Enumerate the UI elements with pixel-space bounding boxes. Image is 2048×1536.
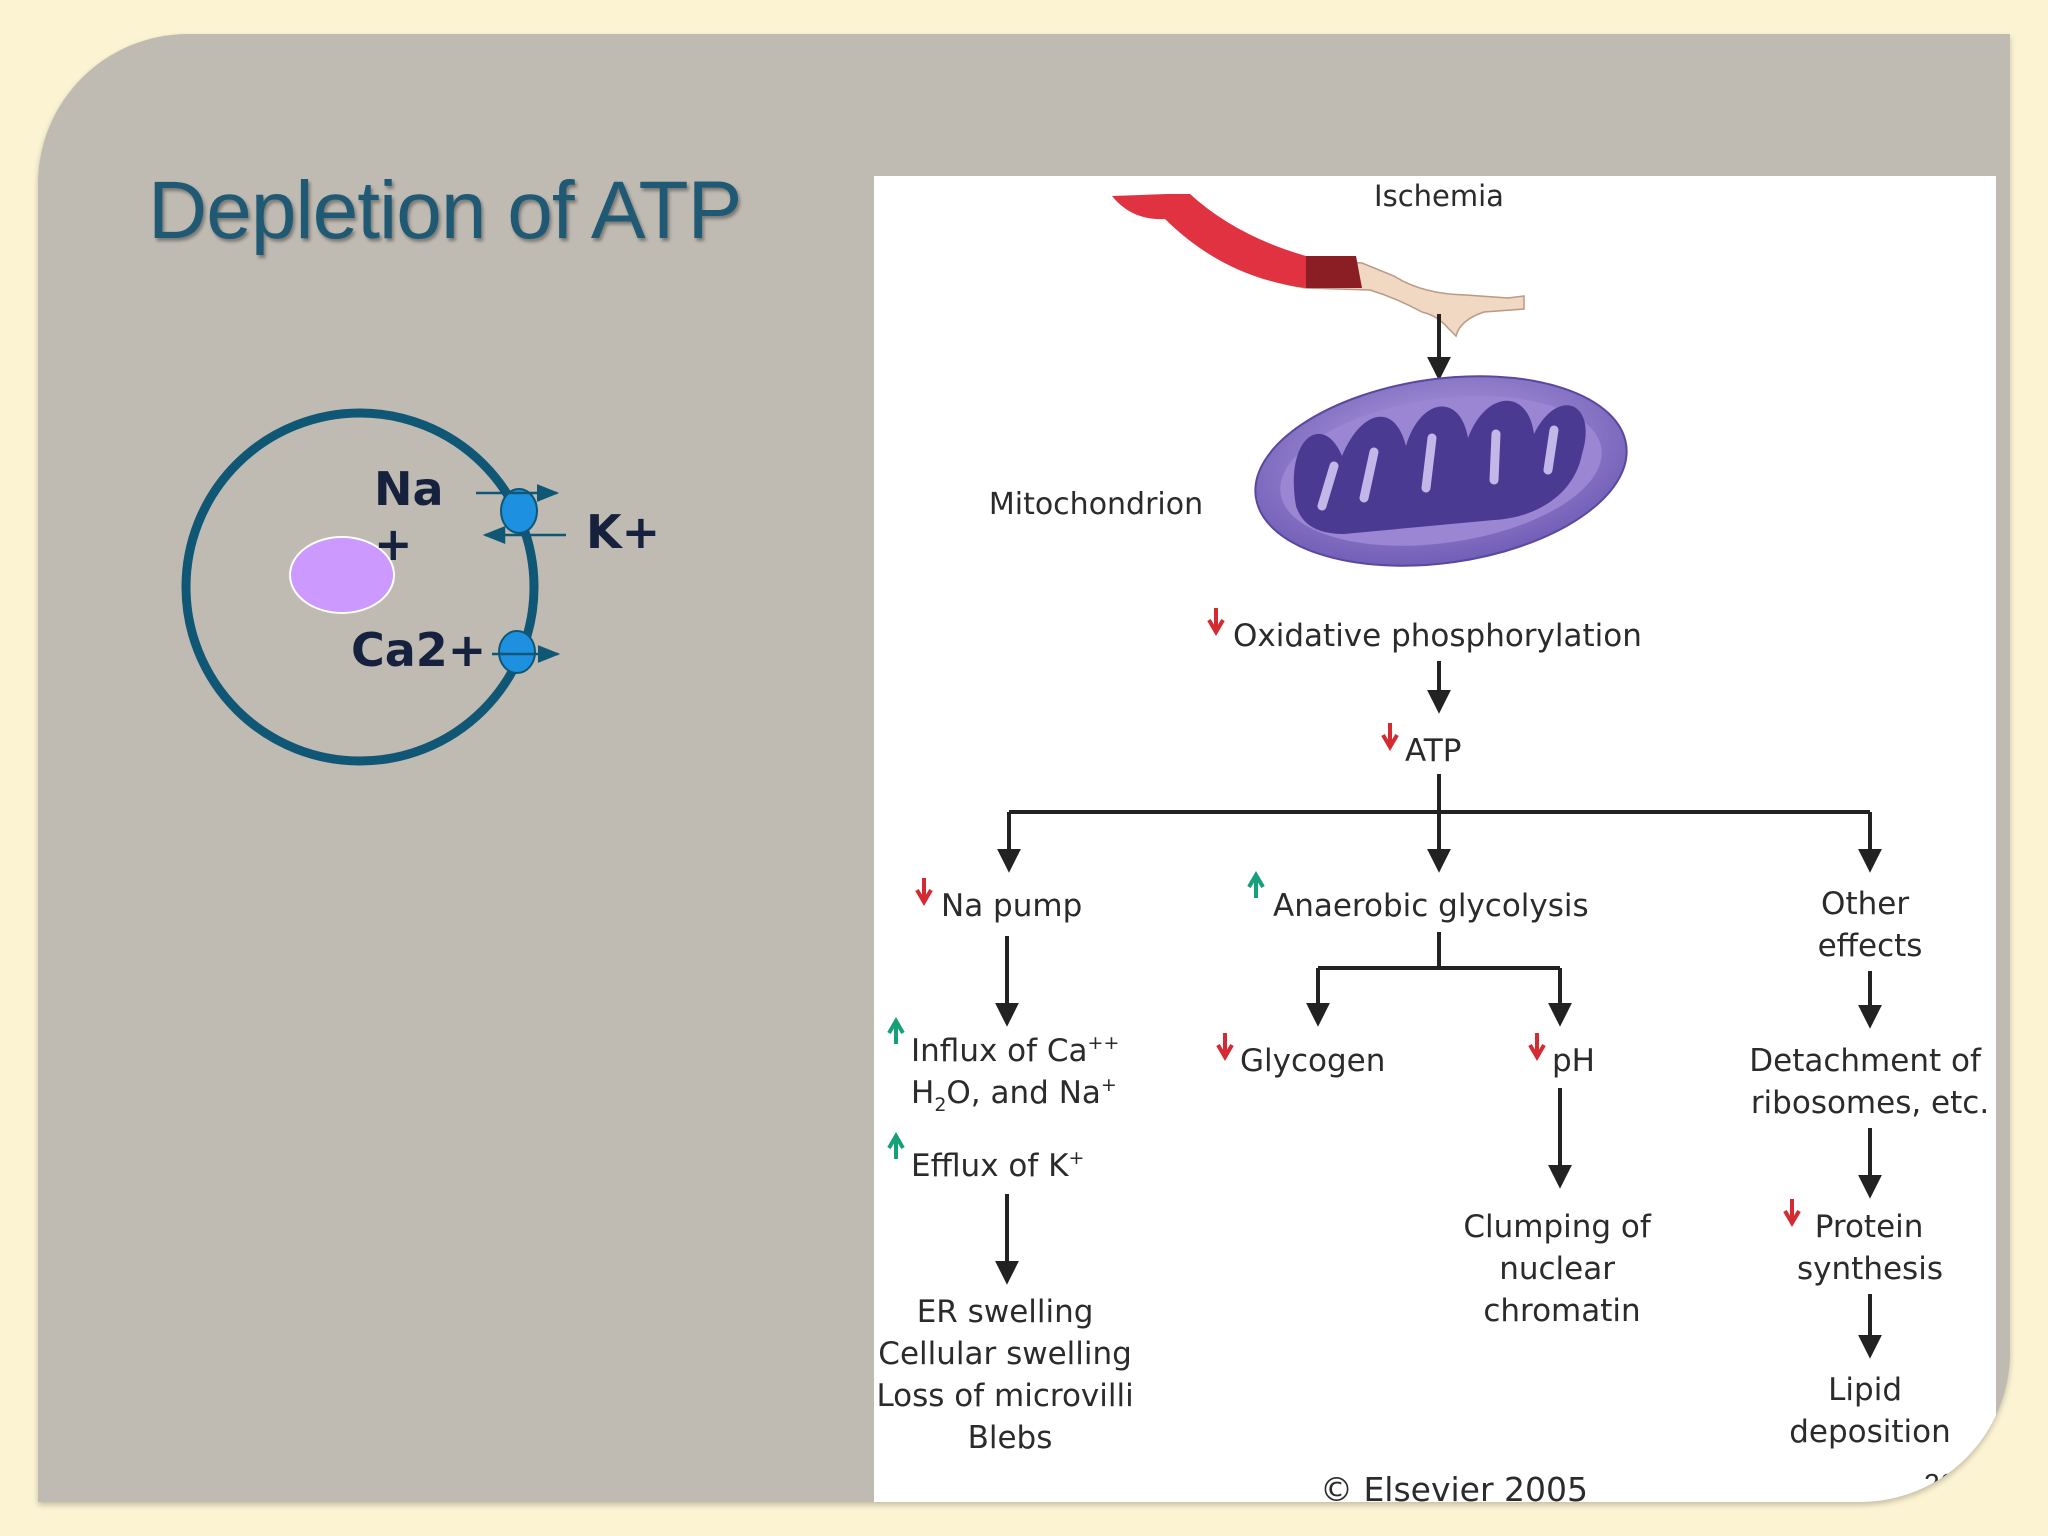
slide-title: Depletion of ATP	[148, 165, 742, 256]
cell-diagram: Na + K+ Ca2+	[181, 408, 660, 766]
label-glycogen: Glycogen	[1240, 1043, 1385, 1079]
blood-vessel-illustration	[1112, 194, 1525, 338]
label-oxidative-phosphorylation: Oxidative phosphorylation	[1233, 618, 1642, 654]
branch-connector	[997, 774, 1882, 873]
na-k-pump	[500, 488, 538, 534]
down-arrow-icon	[1783, 1199, 1801, 1227]
down-arrow-icon	[1528, 1033, 1546, 1061]
calcium-pump	[498, 630, 536, 674]
copyright-label: © Elsevier 2005	[1320, 1470, 1588, 1502]
down-arrow-icon	[1381, 723, 1399, 751]
slide: Depletion of ATP Na + K+ Ca2+	[38, 34, 2010, 1502]
label-other-effects: Other effects	[1818, 886, 1923, 964]
down-arrow-icon	[1216, 1033, 1234, 1061]
label-efflux: Efflux of K+	[911, 1147, 1084, 1184]
cell-membrane	[181, 408, 539, 766]
label-influx: Influx of Ca++	[911, 1032, 1119, 1069]
label-lipid-deposition: Lipid deposition	[1789, 1372, 1951, 1450]
label-mitochondrion: Mitochondrion	[989, 487, 1203, 522]
label-na: Na	[374, 462, 444, 516]
glycolysis-branch	[1306, 932, 1572, 1027]
label-clumping: Clumping of nuclear chromatin	[1463, 1209, 1660, 1329]
label-er-effects: ER swelling Cellular swelling Loss of mi…	[876, 1294, 1143, 1456]
label-detachment: Detachment of ribosomes, etc.	[1749, 1043, 1990, 1121]
down-arrow-icon	[915, 878, 933, 906]
label-na-pump: Na pump	[941, 888, 1082, 924]
label-ph: pH	[1552, 1043, 1595, 1079]
label-atp: ATP	[1405, 733, 1461, 769]
nucleus	[289, 536, 395, 614]
label-anaerobic-glycolysis: Anaerobic glycolysis	[1273, 888, 1589, 924]
label-na-plus: +	[374, 517, 413, 571]
down-arrow-icon	[1207, 608, 1225, 636]
up-arrow-icon	[887, 1132, 905, 1159]
label-k: K+	[586, 505, 660, 559]
up-arrow-icon	[1247, 871, 1265, 898]
label-ischemia: Ischemia	[1374, 179, 1504, 213]
up-arrow-icon	[887, 1017, 905, 1044]
ischemia-flowchart: Ischemia Mitochondrion Oxidative phospho…	[874, 176, 1996, 1502]
slide-number: 26	[1924, 1468, 1956, 1499]
label-influx-line2: H2O, and Na+	[911, 1074, 1117, 1116]
label-ca: Ca2+	[351, 623, 486, 677]
label-protein-synthesis: Protein synthesis	[1797, 1209, 1943, 1287]
mitochondrion-illustration	[1254, 375, 1628, 567]
